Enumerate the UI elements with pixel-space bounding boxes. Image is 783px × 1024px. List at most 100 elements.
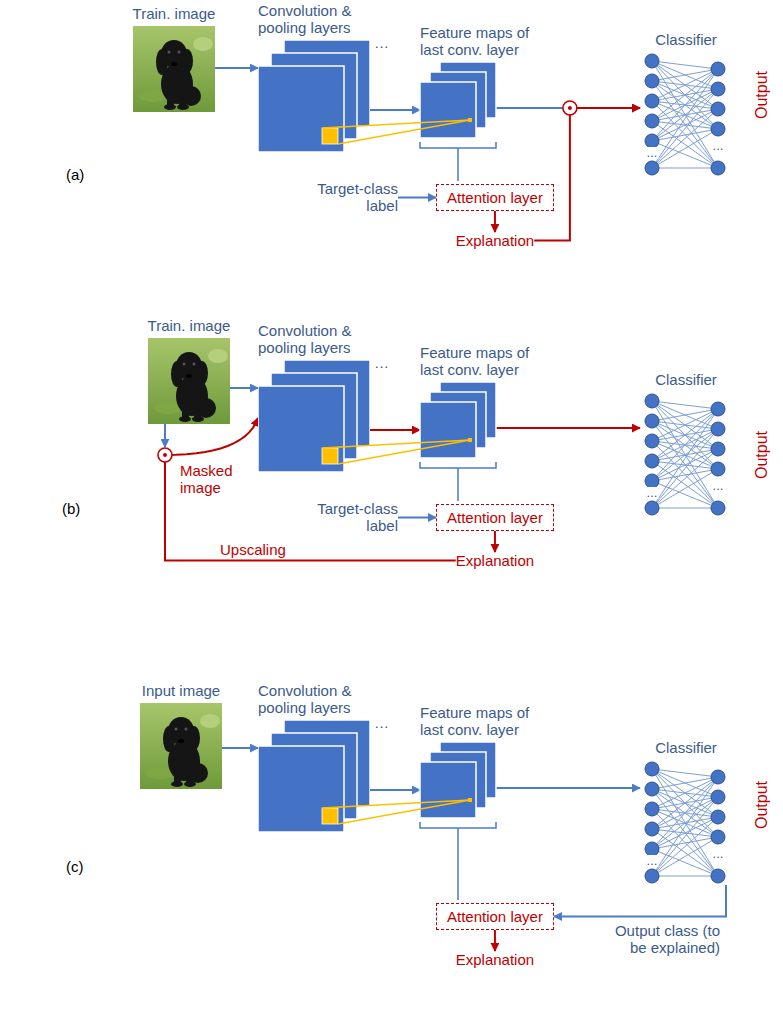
grass-patch — [200, 714, 220, 728]
neuron — [711, 82, 725, 96]
target-label-box: Target-class label — [308, 500, 398, 534]
flow-arrow — [496, 427, 640, 429]
dog-body — [177, 104, 189, 110]
flow-arrow — [398, 197, 436, 199]
neuron — [645, 842, 659, 856]
net-connection — [652, 409, 718, 508]
ellipsis: … — [374, 714, 389, 731]
attention-text: Attention layer — [447, 908, 543, 925]
dog-eye — [178, 51, 181, 54]
net-connection — [652, 61, 718, 168]
multiply-dot — [568, 106, 572, 110]
dog-eye — [175, 728, 178, 731]
net-connection — [652, 109, 718, 141]
net-connection — [652, 449, 718, 508]
neuron — [645, 869, 659, 883]
layer-caption: Input image — [111, 682, 251, 699]
panel-letter: (a) — [66, 166, 84, 183]
ellipsis: ... — [712, 140, 725, 152]
receptive-field — [322, 808, 338, 824]
net-connection — [652, 769, 718, 817]
ellipsis: ... — [712, 848, 725, 860]
ellipsis: … — [374, 354, 389, 371]
multiply-ring — [158, 448, 172, 462]
neuron — [645, 414, 659, 428]
edge-label: Upscaling — [220, 541, 286, 558]
net-connection — [652, 429, 718, 508]
conv-layer-stack: Convolution & pooling layers — [258, 40, 370, 152]
net-connection — [652, 837, 718, 876]
net-connection — [652, 508, 718, 509]
output-label: Output — [753, 71, 771, 119]
attention-layer-box: Attention layer — [436, 903, 554, 930]
flow-arrow — [370, 429, 420, 431]
net-connection — [652, 797, 718, 849]
neuron — [645, 501, 659, 515]
feature-cell — [468, 438, 472, 442]
image-to-mask-arrow — [164, 424, 166, 447]
neuron — [711, 462, 725, 476]
neuron — [711, 422, 725, 436]
layer-caption: Feature maps of last conv. layer — [420, 704, 538, 738]
map-square — [420, 82, 476, 138]
flow-arrow — [222, 747, 258, 749]
dog-body — [164, 104, 176, 110]
dog-nose — [178, 739, 184, 743]
dog-body — [156, 49, 168, 75]
receptive-field-line — [338, 440, 470, 464]
dog-eye — [183, 363, 186, 366]
net-connection — [652, 777, 718, 829]
neuron — [711, 122, 725, 136]
neuron — [711, 62, 725, 76]
conv-layer-stack: Convolution & pooling layers — [258, 360, 370, 472]
feature-map-stack: Feature maps of last conv. layer — [420, 742, 496, 818]
input-image: Train. image — [133, 26, 215, 112]
receptive-field-line — [338, 120, 470, 144]
bracket — [420, 142, 496, 181]
dog-body — [181, 49, 193, 73]
net-connection — [652, 876, 718, 877]
feature-stack-drawing — [420, 382, 496, 458]
neuron — [645, 782, 659, 796]
ellipsis: ... — [712, 480, 725, 492]
neuron — [711, 161, 725, 175]
dog-nose — [171, 62, 177, 66]
attention-layer-box: Attention layer — [436, 184, 554, 211]
flow-arrow — [494, 531, 496, 552]
dog-body — [196, 361, 208, 385]
layer-caption: Feature maps of last conv. layer — [420, 344, 538, 378]
multiply-symbol — [563, 101, 577, 115]
masked-image-label: Masked image — [180, 462, 242, 496]
feature-map-stack: Feature maps of last conv. layer — [420, 382, 496, 458]
feature-cell — [468, 118, 472, 122]
feature-map-stack: Feature maps of last conv. layer — [420, 62, 496, 138]
dog-body — [171, 781, 183, 787]
conv-layer-stack: Convolution & pooling layers — [258, 720, 370, 832]
output-label: Output — [753, 431, 771, 479]
ellipsis: ... — [646, 147, 659, 159]
map-square — [258, 746, 344, 832]
flow-arrow — [534, 108, 640, 241]
attention-text: Attention layer — [447, 189, 543, 206]
flow-arrow — [494, 211, 496, 232]
dog-body — [188, 726, 200, 750]
net-connection — [652, 817, 718, 849]
bracket — [420, 822, 496, 900]
dog-body — [192, 416, 204, 422]
layer-caption: Convolution & pooling layers — [258, 322, 368, 356]
neuron — [645, 161, 659, 175]
attention-layer-box: Attention layer — [436, 504, 554, 531]
net-connection — [652, 769, 718, 876]
grass-background — [133, 26, 215, 112]
net-connection — [652, 129, 718, 168]
grass-background — [148, 338, 230, 424]
neuron — [711, 830, 725, 844]
ellipsis: ... — [646, 855, 659, 867]
map-square — [258, 66, 344, 152]
target-label-box: Target-class label — [308, 180, 398, 214]
neuron — [645, 822, 659, 836]
dog-nose — [186, 374, 192, 378]
dog-photo — [148, 338, 230, 424]
neuron — [645, 54, 659, 68]
net-connection — [652, 441, 718, 508]
